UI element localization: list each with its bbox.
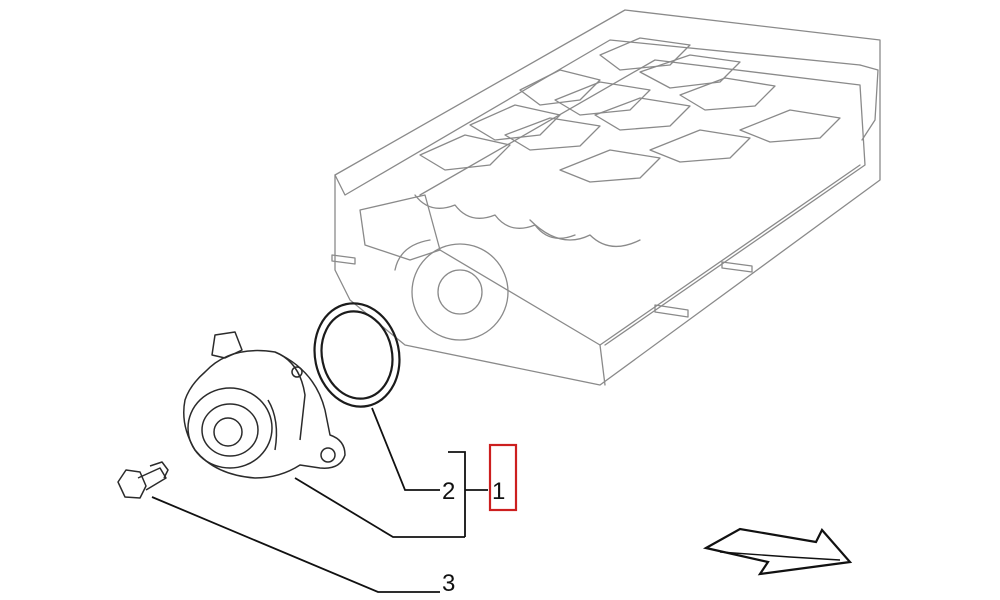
highlight-box bbox=[488, 443, 518, 512]
o-ring-gasket bbox=[313, 302, 401, 408]
leader-line-3 bbox=[151, 496, 440, 593]
leader-line-1 bbox=[294, 477, 465, 538]
callout-label-3: 3 bbox=[442, 570, 455, 597]
water-pump-drawing bbox=[183, 331, 346, 479]
arrow-right-icon bbox=[702, 527, 853, 576]
leader-line-2 bbox=[371, 407, 440, 491]
callout-label-2: 2 bbox=[442, 478, 455, 505]
callout-label-1: 1 bbox=[492, 478, 505, 505]
cylinder-head-drawing bbox=[331, 9, 881, 386]
group-bracket bbox=[448, 451, 466, 537]
bolt-drawing bbox=[117, 461, 169, 499]
